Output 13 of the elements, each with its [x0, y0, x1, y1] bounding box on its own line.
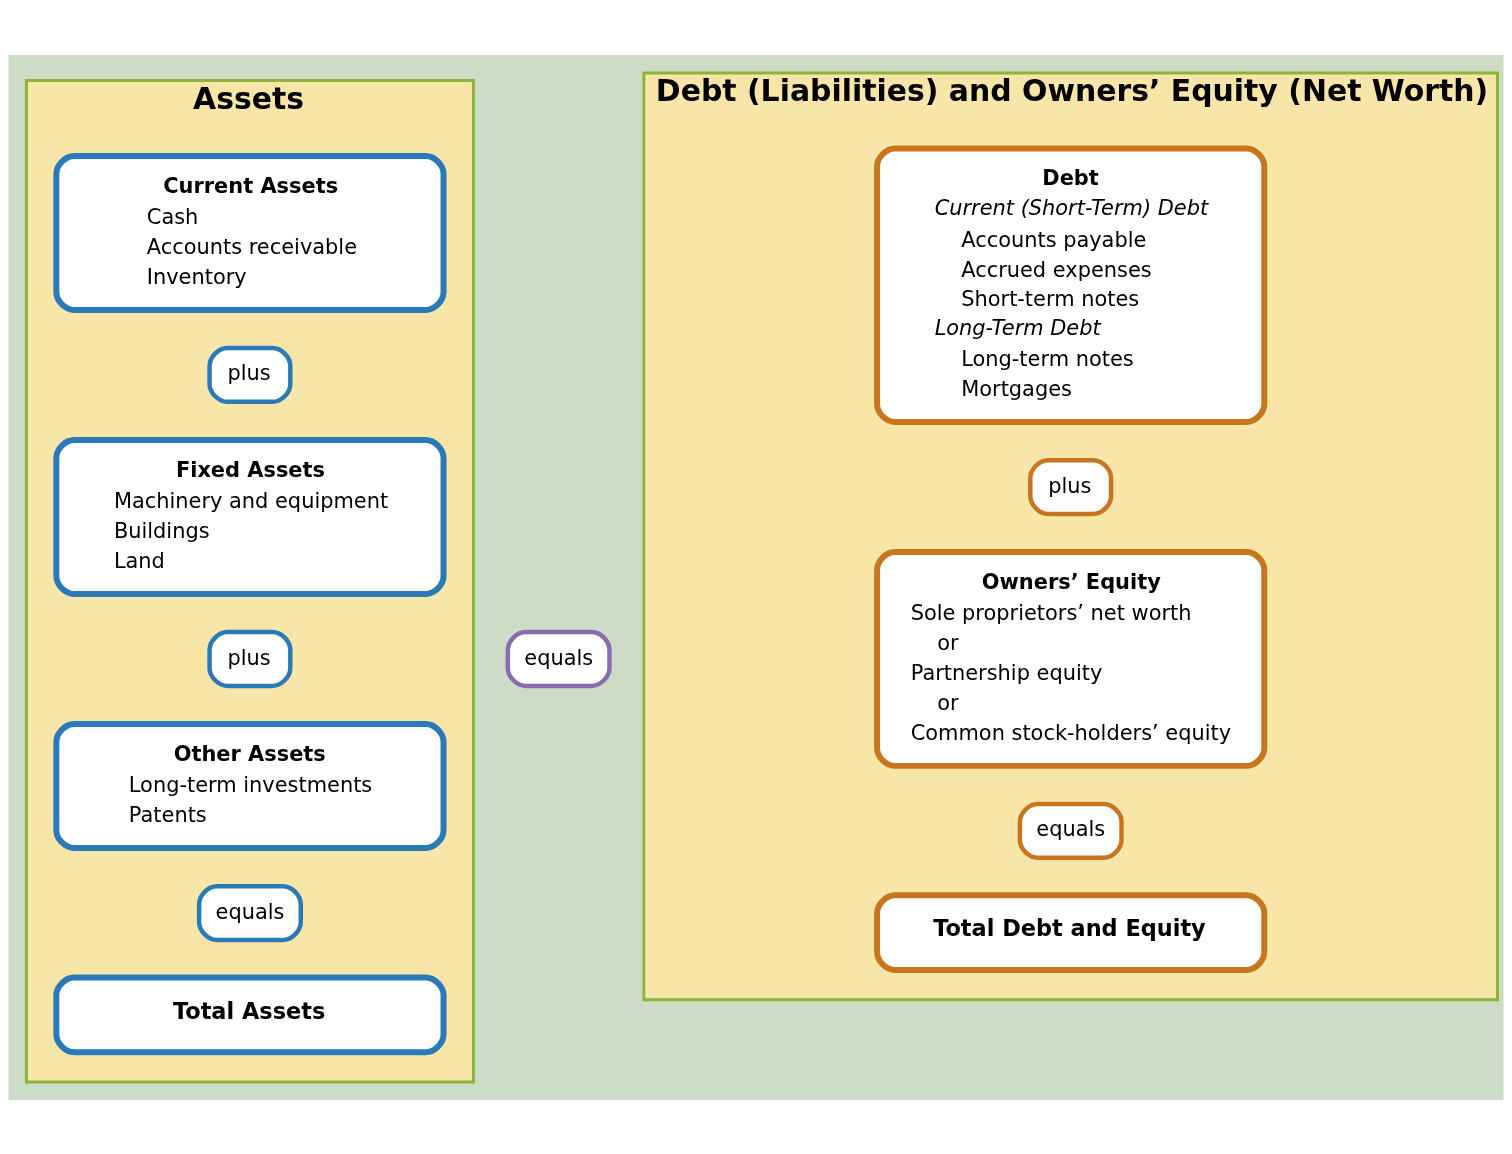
node-box: equals	[505, 629, 612, 688]
node-box: plus	[1028, 457, 1114, 516]
node-box: Other Assets Long-term investments Patents	[53, 720, 447, 851]
node-box: Fixed Assets Machinery and equipment Buildings Land	[53, 436, 447, 597]
node-box: Owners’ Equity Sole proprietors’ net worth or Partnership equity or Common stock-holders’ equity	[874, 548, 1268, 769]
node-box: Debt Current (Short-Term) Debt Accounts payable Accrued expenses Short-term notes Long-Term Debt Long-term notes Mortgages	[874, 144, 1268, 425]
node-box: Total Assets	[53, 973, 447, 1055]
node-box: plus	[207, 629, 293, 688]
node-box: Current Assets Cash Accounts receivable Inventory	[53, 152, 447, 313]
node-box: equals	[1017, 801, 1124, 860]
node-box: Total Debt and Equity	[874, 891, 1268, 973]
node-box: plus	[207, 345, 293, 404]
node-box: equals	[196, 883, 303, 942]
